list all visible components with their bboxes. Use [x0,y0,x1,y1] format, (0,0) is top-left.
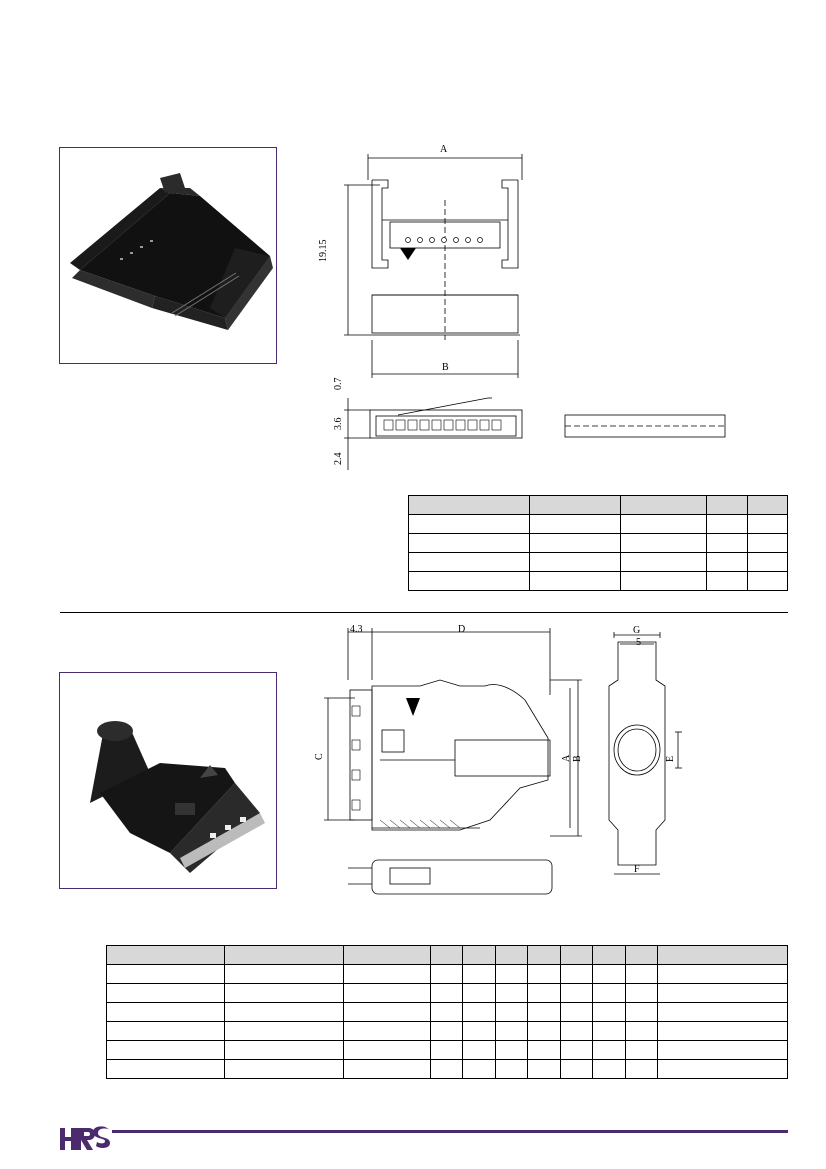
hrs-logo-icon [60,1126,110,1150]
dim-G: G [633,625,641,636]
plug-photo-frame [59,672,277,889]
dim-B-top: B [442,362,449,373]
receptacle-top-view-drawing [344,154,726,470]
table-row [408,552,788,572]
table-row [408,514,788,534]
dim-19-15: 19.15 [318,239,329,263]
table-row [106,1021,788,1041]
dim-4-3: 4.3 [350,624,363,635]
table-row [106,1059,788,1079]
table-header-row [106,945,788,965]
dim-A-side: A [561,754,572,762]
dim-C: C [314,753,325,760]
receptacle-spec-table [408,495,788,591]
dim-A-top: A [440,144,448,155]
table-row [408,571,788,591]
footer-rule [112,1130,788,1133]
plug-connector-photo-icon [90,721,265,873]
dim-E: E [665,755,676,762]
table-row [106,983,788,1003]
table-row [106,1002,788,1022]
dim-D: D [458,624,466,635]
receptacle-connector-photo-icon [70,173,273,330]
plug-spec-table [106,945,788,1079]
dim-2-4: 2.4 [333,452,344,466]
table-row [408,533,788,553]
dim-0-7: 0.7 [333,377,344,391]
section-divider [60,612,788,613]
dim-B-side: B [572,755,583,762]
receptacle-photo-frame [59,147,277,364]
table-row [106,1040,788,1060]
table-row [106,964,788,984]
dim-3-6: 3.6 [333,417,344,431]
table-header-row [408,495,788,515]
plug-side-view-drawing [324,628,682,895]
dim-F: F [634,864,640,875]
dim-5: 5 [636,637,641,648]
